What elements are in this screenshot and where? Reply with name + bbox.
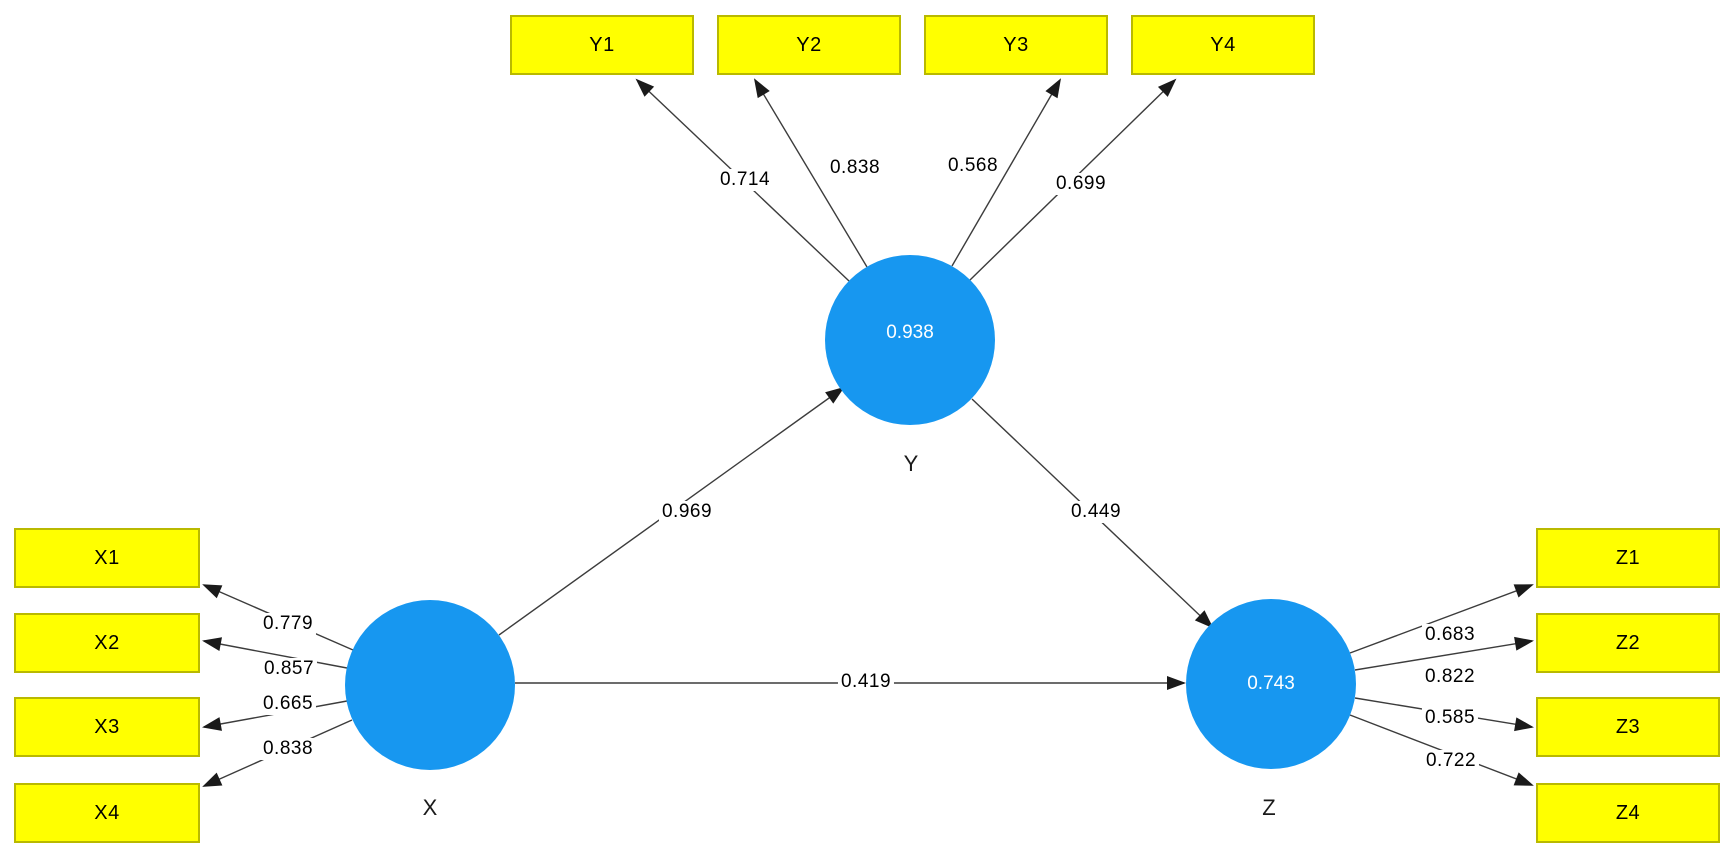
indicator-label: Z1	[1615, 546, 1641, 569]
path-coefficient-x-y: 0.969	[658, 501, 716, 523]
edge-x-x2[interactable]	[202, 637, 348, 669]
loading-z3: 0.585	[1421, 707, 1479, 729]
loading-x3: 0.665	[259, 693, 317, 715]
node-label-x: X	[422, 795, 438, 820]
indicator-box-z1[interactable]: Z1	[1536, 528, 1720, 588]
loading-y3: 0.568	[944, 155, 1002, 177]
indicator-box-z2[interactable]: Z2	[1536, 613, 1720, 673]
indicator-label: Z2	[1615, 631, 1641, 654]
indicator-box-y3[interactable]: Y3	[924, 15, 1108, 75]
node-label-y: Y	[903, 451, 919, 476]
loading-x2: 0.857	[260, 658, 318, 680]
edge-y-y3[interactable]	[951, 78, 1062, 267]
indicator-box-x4[interactable]: X4	[14, 783, 200, 843]
path-coefficient-x-z: 0.419	[837, 671, 895, 693]
indicator-label: X4	[94, 801, 120, 824]
indicator-label: Y4	[1210, 33, 1236, 56]
indicator-box-x3[interactable]: X3	[14, 697, 200, 757]
loading-z4: 0.722	[1422, 750, 1480, 772]
indicator-label: X2	[94, 631, 120, 654]
latent-node-x[interactable]	[345, 600, 515, 770]
indicator-box-z3[interactable]: Z3	[1536, 697, 1720, 757]
indicator-box-x1[interactable]: X1	[14, 528, 200, 588]
path-coefficient-y-z: 0.449	[1067, 501, 1125, 523]
edge-z-z1[interactable]	[1349, 584, 1534, 654]
loading-x1: 0.779	[259, 613, 317, 635]
edge-z-z2[interactable]	[1354, 636, 1534, 671]
indicator-label: Z4	[1615, 801, 1641, 824]
indicator-box-y4[interactable]: Y4	[1131, 15, 1315, 75]
indicator-box-y1[interactable]: Y1	[510, 15, 694, 75]
loading-z2: 0.822	[1421, 666, 1479, 688]
indicator-box-x2[interactable]: X2	[14, 613, 200, 673]
latent-node-z[interactable]: 0.743	[1186, 599, 1356, 769]
indicator-label: Y2	[796, 33, 822, 56]
node-label-z: Z	[1262, 795, 1276, 820]
edge-y-y2[interactable]	[753, 78, 868, 268]
r-squared-value: 0.743	[1247, 673, 1295, 694]
indicator-label: Y1	[589, 33, 615, 56]
loading-x4: 0.838	[259, 738, 317, 760]
r-squared-value: 0.938	[886, 322, 934, 343]
indicator-box-z4[interactable]: Z4	[1536, 783, 1720, 843]
loading-y4: 0.699	[1052, 173, 1110, 195]
indicator-label: Z3	[1615, 715, 1641, 738]
loading-z1: 0.683	[1421, 624, 1479, 646]
indicator-label: X1	[94, 546, 120, 569]
indicator-box-y2[interactable]: Y2	[717, 15, 901, 75]
loading-y1: 0.714	[716, 169, 774, 191]
latent-node-y[interactable]: 0.938	[825, 255, 995, 425]
loading-y2: 0.838	[826, 157, 884, 179]
indicator-label: X3	[94, 715, 120, 738]
indicator-label: Y3	[1003, 33, 1029, 56]
